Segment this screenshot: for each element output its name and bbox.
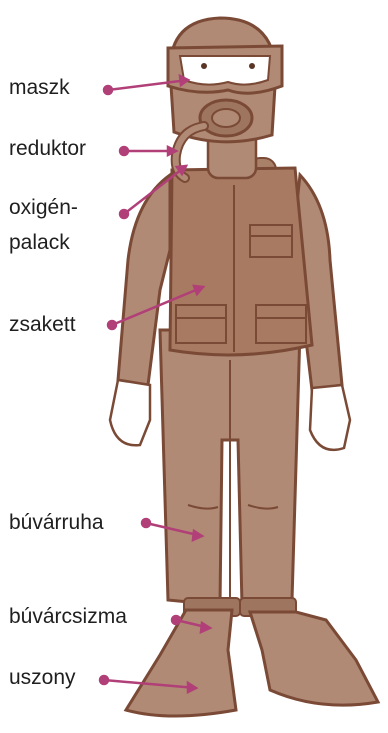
mask-glass	[180, 56, 270, 85]
label-buvarcsizma: búvárcsizma	[9, 605, 127, 629]
label-oxigen-line1: oxigén-	[9, 196, 78, 220]
vest-shape	[170, 168, 312, 355]
label-oxigen-line2: palack	[9, 231, 70, 255]
fin-left-shape	[126, 610, 236, 716]
label-zsakett: zsakett	[9, 313, 76, 337]
hand-right-shape	[310, 385, 350, 450]
fin-right-shape	[250, 612, 378, 705]
label-buvarruha: búvárruha	[9, 511, 104, 535]
label-reduktor: reduktor	[9, 137, 86, 161]
hand-left-shape	[110, 380, 150, 445]
label-uszony: uszony	[9, 666, 76, 690]
label-maszk: maszk	[9, 76, 70, 100]
